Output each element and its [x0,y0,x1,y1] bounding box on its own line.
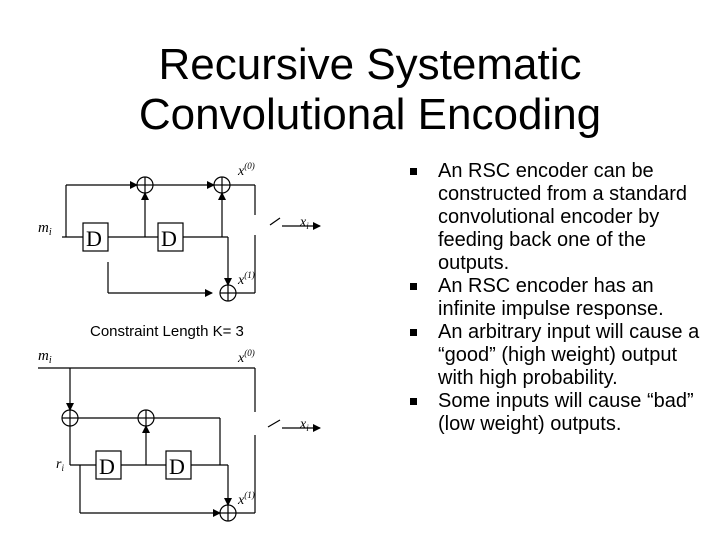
delay-box-1 [82,222,109,252]
bullet-item: An RSC encoder can be constructed from a… [410,160,715,275]
slide-title-line-1: Recursive Systematic [158,40,582,89]
bullet-square-icon [410,283,417,290]
rsc-delay-box-2 [165,450,192,480]
standard-encoder-diagram [62,176,321,302]
delay-box-2 [157,222,184,252]
bullet-item: An RSC encoder has an infinite impulse r… [410,275,715,321]
bullet-text: Some inputs will cause “bad” (low weight… [438,390,694,435]
rsc-delay-label-2: D [169,454,185,479]
rsc-delay-box-1 [95,450,122,480]
rsc-delay-label-1: D [99,454,115,479]
standard-encoder-labels: mi D D x(0) x(1) xi Constraint Length K=… [38,161,309,340]
delay-label-2: D [161,226,177,251]
bullet-square-icon [410,329,417,336]
bullet-text: An RSC encoder can be constructed from a… [438,160,688,274]
rsc-encoder-labels: mi ri D D x(0) x(1) xi [38,348,309,508]
output-x0-label-top: x(0) [237,161,255,179]
input-label-top: mi [38,220,52,238]
output-x1-label-bottom: x(1) [237,490,255,508]
slide-title-line-2: Convolutional Encoding [138,90,602,139]
input-label-bottom: mi [38,348,52,366]
bullet-item: An arbitrary input will cause a “good” (… [410,321,715,390]
bullet-square-icon [410,398,417,405]
feedback-label: ri [56,457,64,473]
slide-title: Recursive Systematic Convolutional Encod… [60,40,680,140]
delay-label-1: D [86,226,102,251]
constraint-caption: Constraint Length K= 3 [90,323,244,340]
bullet-list: An RSC encoder can be constructed from a… [410,160,715,436]
bullet-item: Some inputs will cause “bad” (low weight… [410,390,715,436]
output-x1-label-top: x(1) [237,270,255,288]
switch-output-label-bottom: xi [299,417,309,433]
output-x0-label-bottom: x(0) [237,348,255,366]
bullet-text: An arbitrary input will cause a “good” (… [438,321,700,389]
bullet-text: An RSC encoder has an infinite impulse r… [438,275,664,320]
rsc-encoder-diagram [38,367,321,522]
bullet-square-icon [410,168,417,175]
switch-output-label-top: xi [299,215,309,231]
